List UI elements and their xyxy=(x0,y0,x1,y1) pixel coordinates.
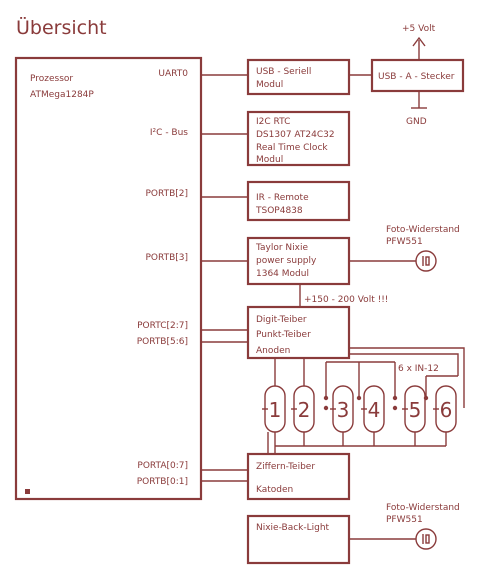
nixie-tube-5: 5 xyxy=(404,385,426,433)
pin-portb2: PORTB[2] xyxy=(145,189,188,199)
tube-digit-5: 5 xyxy=(409,398,422,422)
nixie-tube-4: 4 xyxy=(363,385,385,433)
tube-digit-1: 1 xyxy=(269,398,282,422)
backlight-label: Nixie-Back-Light xyxy=(256,523,330,533)
power-label: +5 Volt xyxy=(402,24,436,34)
junction-dots xyxy=(323,395,429,411)
ground-label: GND xyxy=(406,117,427,127)
pin-portc: PORTC[2:7] xyxy=(137,321,188,331)
driver-module xyxy=(246,305,351,360)
ldr1-body xyxy=(425,256,430,266)
nixie-tube-2: 2 xyxy=(293,385,315,433)
tube-digit-4: 4 xyxy=(368,398,381,422)
driver-line1: Digit-Teiber xyxy=(256,315,307,325)
ldr2-line1: Foto-Widerstand xyxy=(386,503,460,513)
tubes-label: 6 x IN-12 xyxy=(398,364,439,374)
power-arrow-icon xyxy=(412,36,426,47)
wire-dot-bus xyxy=(349,353,459,376)
ldr2-line2: PFW551 xyxy=(386,515,423,525)
tube-digit-6: 6 xyxy=(440,398,453,422)
rtc-line4: Modul xyxy=(256,155,283,165)
usb-connector-block xyxy=(370,58,465,93)
ldr2-body xyxy=(425,534,430,544)
usb-serial-line2: Modul xyxy=(256,80,283,90)
usb-serial-line1: USB - Seriell xyxy=(256,67,311,77)
pin-portb56: PORTB[5:6] xyxy=(137,337,188,347)
mcu-block xyxy=(14,56,203,501)
mcu-part: ATMega1284P xyxy=(30,90,94,100)
hv-label: +150 - 200 Volt !!! xyxy=(304,295,388,305)
cathode-line1: Ziffern-Teiber xyxy=(256,462,315,472)
cathode-module xyxy=(246,452,351,501)
nixie-tube-1: 1 xyxy=(264,385,286,433)
pin-portb01: PORTB[0:1] xyxy=(137,477,188,487)
mcu-name: Prozessor xyxy=(30,74,73,84)
tube-digit-3: 3 xyxy=(337,398,350,422)
ldr1-line2: PFW551 xyxy=(386,237,423,247)
driver-line3: Anoden xyxy=(256,346,290,356)
ir-line2: TSOP4838 xyxy=(255,206,303,216)
nixie-tube-6: 6 xyxy=(435,385,457,433)
pin-portb3: PORTB[3] xyxy=(145,253,188,263)
diagram-title: Übersicht xyxy=(16,16,107,39)
ir-module xyxy=(246,180,351,222)
pin-i2c: I²C - Bus xyxy=(150,128,188,138)
rtc-line2: DS1307 AT24C32 xyxy=(256,130,335,140)
ldr2-sensor-icon xyxy=(415,528,437,550)
psu-line2: power supply xyxy=(256,256,317,266)
pin-porta: PORTA[0:7] xyxy=(137,461,188,471)
psu-line1: Taylor Nixie xyxy=(255,243,308,253)
wire-anode-bus xyxy=(349,347,465,408)
ir-line1: IR - Remote xyxy=(256,193,309,203)
ldr1-sensor-icon xyxy=(415,250,437,272)
rtc-line3: Real Time Clock xyxy=(256,143,328,153)
mcu-pin1-marker xyxy=(25,489,30,494)
cathode-line2: Katoden xyxy=(256,485,293,495)
usb-serial-module xyxy=(246,58,351,96)
rtc-line1: I2C RTC xyxy=(256,117,290,127)
psu-line3: 1364 Modul xyxy=(256,269,309,279)
pin-uart: UART0 xyxy=(158,69,188,79)
tube-digit-2: 2 xyxy=(298,398,311,422)
usb-connector-label: USB - A - Stecker xyxy=(378,72,455,82)
rtc-module xyxy=(246,110,351,167)
driver-line2: Punkt-Teiber xyxy=(256,330,311,340)
nixie-tube-3: 3 xyxy=(332,385,354,433)
ldr1-line1: Foto-Widerstand xyxy=(386,225,460,235)
